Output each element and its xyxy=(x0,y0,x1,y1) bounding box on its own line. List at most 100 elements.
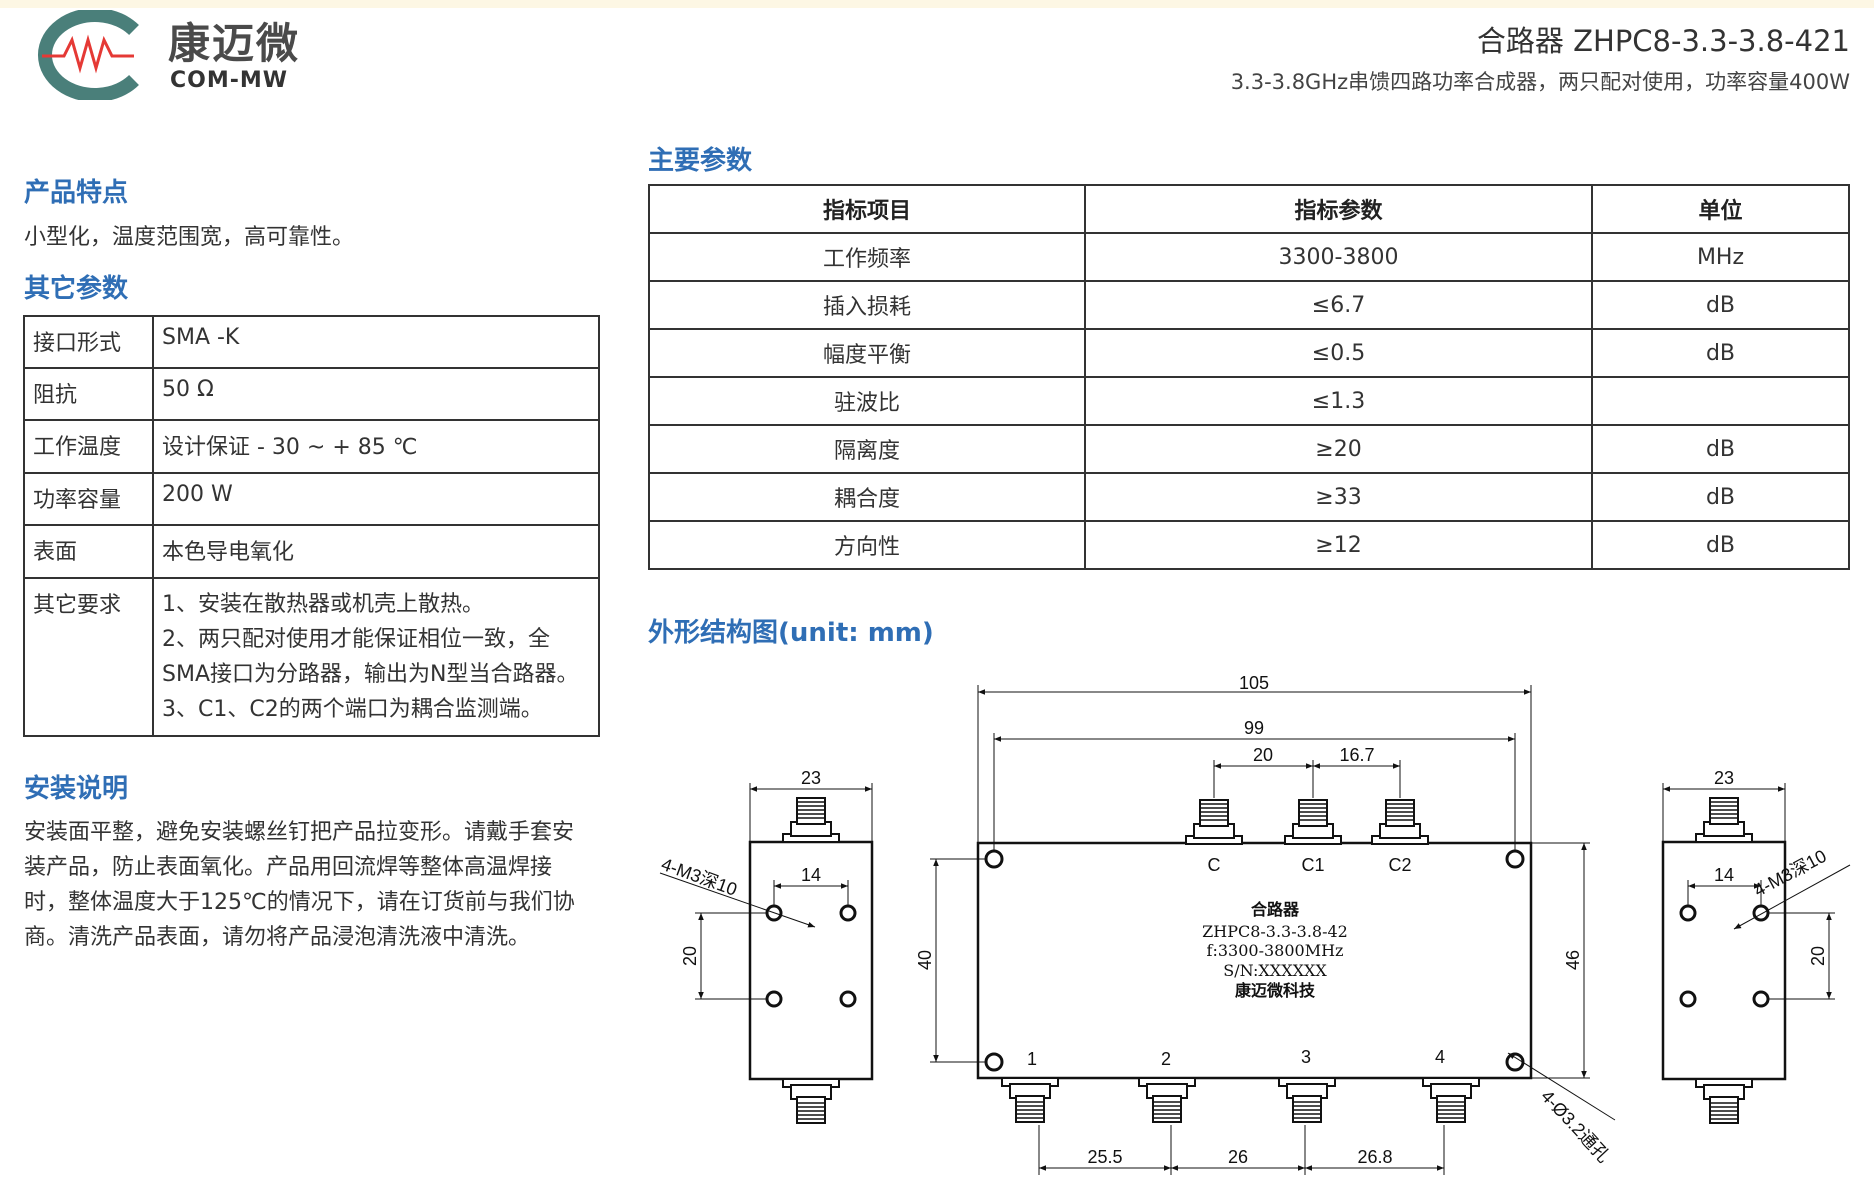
thread-hole xyxy=(765,990,783,1008)
install-line: 商。清洗产品表面，请勿将产品浸泡清洗液中清洗。 xyxy=(24,925,531,950)
table-row: 驻波比 ≤1.3 xyxy=(648,376,1850,426)
unit-cell: MHz xyxy=(1591,232,1850,282)
right-side-view: 23 14 20 4-M3深10 xyxy=(1661,768,1851,1124)
table-row: 功率容量 200 W xyxy=(23,472,600,526)
param-key: 功率容量 xyxy=(23,472,154,526)
unit-cell: dB xyxy=(1591,472,1850,522)
requirement-line: 3、C1、C2的两个端口为耦合监测端。 xyxy=(162,697,543,722)
dim-label: 16.7 xyxy=(1339,745,1374,765)
param-key: 阻抗 xyxy=(23,367,154,421)
hole-note: 4-Ø3.2通孔 xyxy=(1537,1086,1614,1166)
install-heading: 安装说明 xyxy=(24,774,129,804)
unit-cell xyxy=(1591,376,1850,426)
other-params-heading: 其它参数 xyxy=(24,274,129,304)
param-key: 工作温度 xyxy=(23,419,154,474)
dim-label: 23 xyxy=(1714,768,1734,788)
dim-label: 26.8 xyxy=(1357,1147,1392,1167)
nameplate-line: ZHPC8-3.3-3.8-42 xyxy=(1202,922,1348,941)
main-params-table: 指标项目 指标参数 单位 工作频率 3300-3800 MHz 插入损耗 ≤6.… xyxy=(648,184,1850,570)
table-row: 方向性 ≥12 dB xyxy=(648,520,1850,570)
thread-hole xyxy=(765,904,783,922)
logo-wave xyxy=(42,34,134,74)
brand-name-en: COM-MW xyxy=(170,68,289,93)
thread-hole xyxy=(1679,990,1697,1008)
value-cell: 3300-3800 xyxy=(1084,232,1593,282)
unit-cell: dB xyxy=(1591,520,1850,570)
unit-cell: dB xyxy=(1591,424,1850,474)
features-text: 小型化，温度范围宽，高可靠性。 xyxy=(24,225,355,250)
table-row: 工作温度 设计保证 - 30 ~ + 85 ℃ xyxy=(23,419,600,474)
param-value: 本色导电氧化 xyxy=(152,524,600,579)
outline-drawing: 23 14 20 4-M3深10 C C1 C2 1 2 xyxy=(659,673,1851,1175)
drawing-heading: 外形结构图(unit: mm) xyxy=(648,618,934,648)
features-heading: 产品特点 xyxy=(24,178,129,208)
dim-label: 14 xyxy=(801,865,821,885)
col-header: 指标项目 xyxy=(648,184,1086,234)
port-label: C1 xyxy=(1301,855,1324,875)
dim-label: 20 xyxy=(1808,946,1828,966)
value-cell: ≤1.3 xyxy=(1084,376,1593,426)
thread-hole xyxy=(839,904,857,922)
nameplate-line: 合路器 xyxy=(1251,900,1300,919)
value-cell: ≥33 xyxy=(1084,472,1593,522)
port-label: 4 xyxy=(1435,1047,1445,1067)
install-line: 安装面平整，避免安装螺丝钉把产品拉变形。请戴手套安 xyxy=(24,820,575,845)
table-row: 表面 本色导电氧化 xyxy=(23,524,600,579)
table-row: 幅度平衡 ≤0.5 dB xyxy=(648,328,1850,378)
install-text: 安装面平整，避免安装螺丝钉把产品拉变形。请戴手套安 装产品，防止表面氧化。产品用… xyxy=(24,815,575,955)
thread-note: 4-M3深10 xyxy=(659,854,740,900)
dim-label: 20 xyxy=(1253,745,1273,765)
requirement-line: 1、安装在散热器或机壳上散热。 xyxy=(162,592,484,617)
table-row: 工作频率 3300-3800 MHz xyxy=(648,232,1850,282)
table-row: 隔离度 ≥20 dB xyxy=(648,424,1850,474)
install-line: 装产品，防止表面氧化。产品用回流焊等整体高温焊接 xyxy=(24,855,553,880)
col-header: 单位 xyxy=(1591,184,1850,234)
dim-label: 40 xyxy=(915,950,935,970)
item-cell: 工作频率 xyxy=(648,232,1086,282)
front-view: C C1 C2 1 2 3 4 合路器 ZHPC8-3.3-3.8-42 f:3… xyxy=(915,673,1616,1175)
param-key: 接口形式 xyxy=(23,315,154,369)
port-label: C xyxy=(1208,855,1221,875)
table-row: 其它要求 1、安装在散热器或机壳上散热。 2、两只配对使用才能保证相位一致，全 … xyxy=(23,577,600,737)
item-cell: 隔离度 xyxy=(648,424,1086,474)
dim-label: 23 xyxy=(801,768,821,788)
dim-label: 25.5 xyxy=(1087,1147,1122,1167)
param-key: 表面 xyxy=(23,524,154,579)
port-label: 2 xyxy=(1161,1049,1171,1069)
port-label: C2 xyxy=(1388,855,1411,875)
nameplate-line: S/N:XXXXXX xyxy=(1223,961,1327,980)
table-row: 阻抗 50 Ω xyxy=(23,367,600,421)
table-row: 耦合度 ≥33 dB xyxy=(648,472,1850,522)
product-subtitle: 3.3-3.8GHz串馈四路功率合成器，两只配对使用，功率容量400W xyxy=(1230,70,1850,94)
dim-label: 46 xyxy=(1563,950,1583,970)
param-value: SMA -K xyxy=(152,315,600,369)
nameplate-line: f:3300-3800MHz xyxy=(1207,941,1344,960)
thread-hole xyxy=(1679,904,1697,922)
other-params-table: 接口形式 SMA -K 阻抗 50 Ω 工作温度 设计保证 - 30 ~ + 8… xyxy=(23,315,600,737)
item-cell: 插入损耗 xyxy=(648,280,1086,330)
col-header: 指标参数 xyxy=(1084,184,1593,234)
param-value: 设计保证 - 30 ~ + 85 ℃ xyxy=(152,419,600,474)
left-side-view: 23 14 20 4-M3深10 xyxy=(659,768,874,1124)
dim-label: 99 xyxy=(1244,718,1264,738)
company-logo xyxy=(37,10,139,100)
table-row: 插入损耗 ≤6.7 dB xyxy=(648,280,1850,330)
table-row: 接口形式 SMA -K xyxy=(23,315,600,369)
param-value: 200 W xyxy=(152,472,600,526)
param-value-requirements: 1、安装在散热器或机壳上散热。 2、两只配对使用才能保证相位一致，全 SMA接口… xyxy=(152,577,600,737)
value-cell: ≤6.7 xyxy=(1084,280,1593,330)
port-label: 1 xyxy=(1027,1049,1037,1069)
brand-name-cn: 康迈微 xyxy=(168,19,301,68)
requirement-line: SMA接口为分路器，输出为N型当合路器。 xyxy=(162,662,579,687)
value-cell: ≥12 xyxy=(1084,520,1593,570)
table-header-row: 指标项目 指标参数 单位 xyxy=(648,184,1850,234)
dim-label: 26 xyxy=(1228,1147,1248,1167)
dim-label: 105 xyxy=(1239,673,1269,693)
dim-label: 20 xyxy=(680,946,700,966)
item-cell: 方向性 xyxy=(648,520,1086,570)
param-key: 其它要求 xyxy=(23,577,154,737)
thread-hole xyxy=(839,990,857,1008)
unit-cell: dB xyxy=(1591,280,1850,330)
thread-hole xyxy=(1752,990,1770,1008)
value-cell: ≤0.5 xyxy=(1084,328,1593,378)
